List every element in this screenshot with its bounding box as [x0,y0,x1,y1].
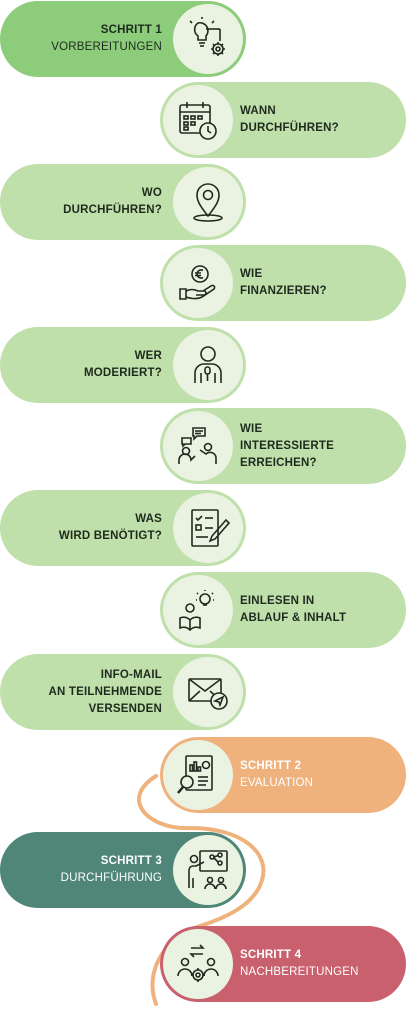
step-subtitle: AN TEILNEHMENDE [48,685,162,698]
step-subtitle: VORBEREITUNGEN [51,41,162,53]
step-subtitle: NACHBEREITUNGEN [240,966,359,978]
step-title: SCHRITT 2 [240,760,302,772]
step-subtitle: WIRD BENÖTIGT? [58,530,162,542]
lightbulb-gear-icon [173,4,243,74]
step-schritt-3: SCHRITT 3 DURCHFÜHRUNG [0,832,246,908]
step-text: SCHRITT 2 EVALUATION [240,737,313,813]
step-subtitle: FINANZIEREN? [240,285,327,297]
presentation-audience-icon [173,835,243,905]
step-subtitle: DURCHFÜHREN? [63,204,162,216]
step-title: WAS [135,513,162,525]
step-title: WANN [240,105,276,117]
step-wann: WANN DURCHFÜHREN? [160,82,406,158]
step-title: WIE [240,268,263,280]
step-text: SCHRITT 3 DURCHFÜHRUNG [61,832,162,908]
step-wie-erreichen: WIE INTERESSIERTE ERREICHEN? [160,408,406,484]
step-subtitle: ABLAUF & INHALT [240,612,347,624]
step-title: WER [134,350,162,362]
step-text: SCHRITT 1 VORBEREITUNGEN [51,1,162,77]
calendar-clock-icon [163,85,233,155]
step-title: WO [141,187,162,199]
mail-send-icon [173,657,243,727]
step-text: EINLESEN IN ABLAUF & INHALT [240,572,346,648]
step-subtitle-2: ERREICHEN? [240,456,317,469]
step-text: WANN DURCHFÜHREN? [240,82,339,158]
step-info-mail: INFO-MAIL AN TEILNEHMENDE VERSENDEN [0,654,246,730]
step-wer: WER MODERIERT? [0,327,246,403]
step-was: WAS WIRD BENÖTIGT? [0,490,246,566]
location-pin-icon [173,167,243,237]
step-title: EINLESEN IN [240,595,315,607]
step-subtitle: DURCHFÜHREN? [240,122,339,134]
euro-hand-icon [163,248,233,318]
step-wie-finanzieren: WIE FINANZIEREN? [160,245,406,321]
step-text: WIE INTERESSIERTE ERREICHEN? [240,408,334,484]
step-schritt-1: SCHRITT 1 VORBEREITUNGEN [0,1,246,77]
step-title: INFO-MAIL [100,668,162,681]
step-einlesen: EINLESEN IN ABLAUF & INHALT [160,572,406,648]
step-text: SCHRITT 4 NACHBEREITUNGEN [240,926,359,1002]
step-schritt-4: SCHRITT 4 NACHBEREITUNGEN [160,926,406,1002]
step-subtitle: DURCHFÜHRUNG [60,872,162,884]
step-title: SCHRITT 1 [100,24,162,36]
step-text: WO DURCHFÜHREN? [63,164,162,240]
step-text: WIE FINANZIEREN? [240,245,327,321]
checklist-pen-icon [173,493,243,563]
step-subtitle-2: VERSENDEN [88,702,162,715]
step-text: INFO-MAIL AN TEILNEHMENDE VERSENDEN [48,654,162,730]
step-subtitle: INTERESSIERTE [240,439,334,452]
step-text: WER MODERIERT? [84,327,162,403]
reading-idea-icon [163,575,233,645]
step-subtitle: EVALUATION [240,777,314,789]
report-magnifier-icon [163,740,233,810]
step-subtitle: MODERIERT? [83,367,162,379]
people-chat-icon [163,411,233,481]
presenter-microphone-icon [173,330,243,400]
step-title: SCHRITT 3 [100,855,162,867]
step-wo: WO DURCHFÜHREN? [0,164,246,240]
step-text: WAS WIRD BENÖTIGT? [59,490,162,566]
step-title: SCHRITT 4 [240,949,302,961]
step-schritt-2: SCHRITT 2 EVALUATION [160,737,406,813]
team-exchange-gear-icon [163,929,233,999]
step-title: WIE [240,422,263,435]
